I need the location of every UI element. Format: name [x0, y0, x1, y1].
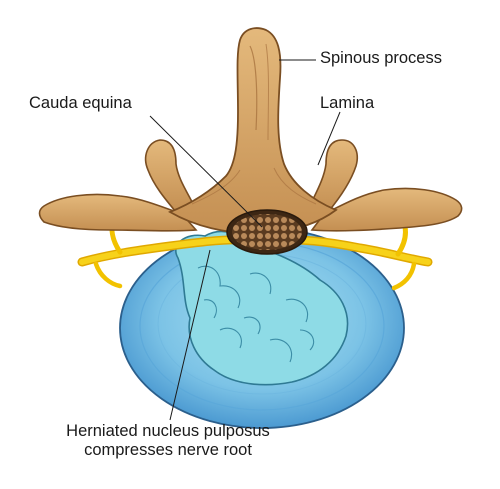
vertebral-arch	[38, 27, 463, 235]
cauda-equina	[226, 209, 308, 255]
leader-line-cauda	[149, 115, 263, 228]
nucleus-pulposus	[175, 230, 349, 386]
label-lamina: Lamina	[320, 94, 375, 112]
label-herniated-line2: compresses nerve root	[84, 440, 252, 459]
label-herniated-line1: Herniated nucleus pulposus	[66, 422, 270, 440]
label-cauda-equina: Cauda equina	[29, 94, 132, 112]
leader-lines	[149, 59, 341, 421]
label-spinous-process: Spinous process	[320, 49, 442, 67]
label-herniated-nucleus: Herniated nucleus pulposus compresses ne…	[0, 422, 336, 460]
leader-line-lamina	[317, 111, 341, 166]
leader-line-herniated	[169, 249, 211, 421]
